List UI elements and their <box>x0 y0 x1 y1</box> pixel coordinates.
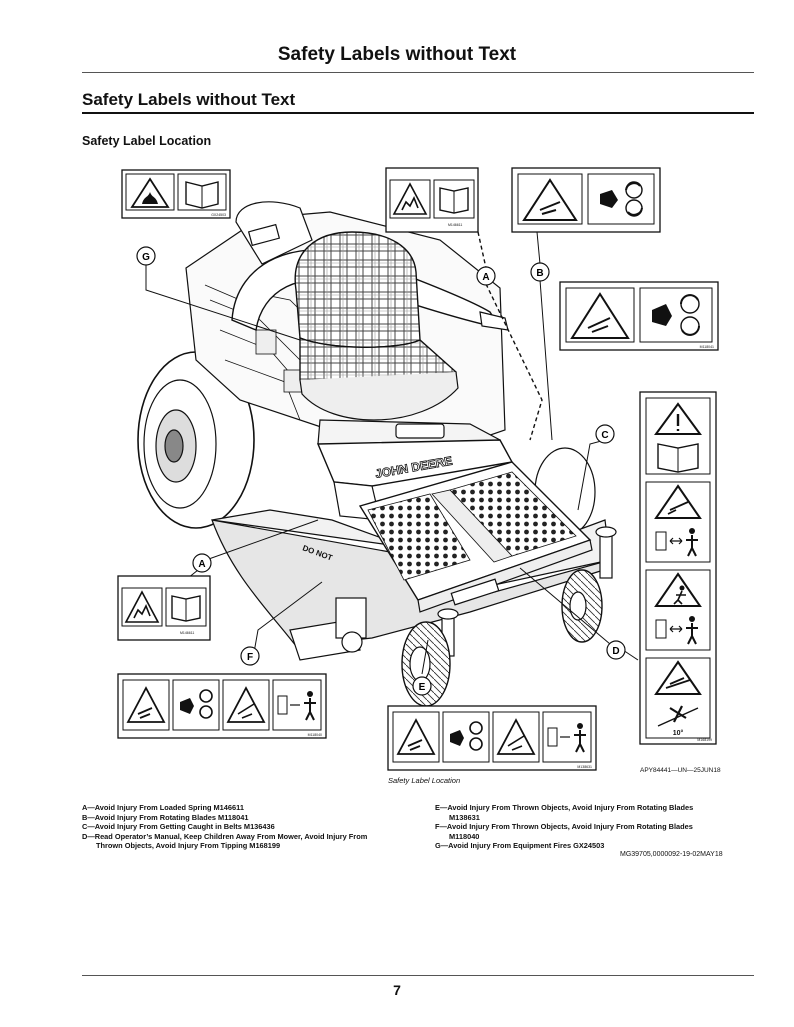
svg-text:M118040: M118040 <box>308 733 322 737</box>
thrown-object-icon <box>667 501 689 515</box>
hand-icon <box>652 304 672 326</box>
callout-c: C <box>595 424 615 444</box>
warning-triangle-icon <box>226 686 266 723</box>
thrown-object-icon <box>507 735 525 751</box>
warning-triangle-icon <box>522 178 578 221</box>
tipping-icon <box>665 677 691 689</box>
callout-a-left: A <box>192 553 212 573</box>
legend-item: M118040 <box>449 831 480 841</box>
svg-text:M168199: M168199 <box>697 738 712 742</box>
child-icon <box>679 585 685 591</box>
legend-item: A—Avoid Injury From Loaded Spring M14661… <box>82 803 244 812</box>
label-b-panel: M118041 <box>559 281 719 351</box>
legend-item: E—Avoid Injury From Thrown Objects, Avoi… <box>435 803 694 812</box>
label-e-panel: M138631 <box>387 705 597 771</box>
svg-text:M138631: M138631 <box>577 765 592 769</box>
label-f-panel: M118040 <box>117 673 327 739</box>
callout-d: D <box>606 640 626 660</box>
blade-icon <box>137 707 153 719</box>
person-icon <box>577 723 583 729</box>
hand-icon <box>450 730 464 746</box>
legend-item: B—Avoid Injury From Rotating Blades M118… <box>82 812 249 822</box>
label-a-top-panel: M146611 <box>385 167 479 233</box>
front-frame <box>316 439 514 487</box>
svg-text:C: C <box>601 430 608 441</box>
warning-triangle-icon <box>396 718 436 755</box>
legend-item: C—Avoid Injury From Getting Caught in Be… <box>82 822 275 832</box>
person-icon <box>307 691 313 697</box>
front-right-caster <box>561 526 617 643</box>
section-divider <box>82 112 754 114</box>
callout-b: B <box>530 262 550 282</box>
callout-g: G <box>136 246 156 266</box>
spring-icon <box>133 604 151 619</box>
hand-icon <box>180 698 194 714</box>
warning-triangle-icon <box>654 572 702 607</box>
document-reference: MG39705,0000092-19-02MAY18 <box>620 851 723 858</box>
svg-text:G: G <box>142 252 150 263</box>
svg-text:M146611: M146611 <box>448 223 462 227</box>
svg-text:E: E <box>419 682 426 693</box>
blade-icon <box>587 317 611 333</box>
section-title: Safety Labels without Text <box>82 90 296 109</box>
svg-text:F: F <box>247 652 253 663</box>
mower-drawing: DO NOT JOHN DEERE <box>137 201 617 707</box>
legend-right: E—Avoid Injury From Thrown Objects, Avoi… <box>435 803 693 851</box>
legend-item: D—Read Operator’s Manual, Keep Children … <box>82 831 368 841</box>
seat-back <box>294 231 421 348</box>
svg-text:B: B <box>536 268 543 279</box>
blade-icon <box>407 739 423 751</box>
hand-icon <box>600 190 618 208</box>
safety-label-location-figure: DO NOT JOHN DEERE <box>117 167 719 771</box>
figure-reference: APY84441—UN—25JUN18 <box>640 767 721 774</box>
warning-triangle-icon <box>654 484 702 519</box>
legend-item: G—Avoid Injury From Equipment Fires GX24… <box>435 841 605 851</box>
svg-text:D: D <box>612 646 619 657</box>
rear-left-tire <box>137 351 255 529</box>
svg-text:M118041: M118041 <box>700 345 714 349</box>
label-d-panel: 10° M168199 <box>639 391 717 745</box>
callouts: G A B C A F D E <box>136 246 626 696</box>
subsection-title: Safety Label Location <box>82 134 212 148</box>
svg-text:A: A <box>482 272 489 283</box>
header-divider <box>82 72 754 73</box>
slope-icon <box>657 707 699 727</box>
label-g-panel: GX24503 <box>121 169 231 219</box>
svg-text:M146611: M146611 <box>180 631 194 635</box>
figure-caption: Safety Label Location <box>388 776 461 785</box>
person-icon <box>689 528 695 534</box>
svg-text:10°: 10° <box>673 729 684 737</box>
legend-item: M138631 <box>449 812 480 822</box>
legend-item: F—Avoid Injury From Thrown Objects, Avoi… <box>435 822 693 832</box>
spring-icon <box>401 196 419 211</box>
thrown-object-icon <box>237 703 255 719</box>
warning-triangle-icon <box>654 660 702 695</box>
callout-e: E <box>412 676 432 696</box>
callout-f: F <box>240 646 260 666</box>
warning-triangle-icon <box>496 718 536 755</box>
page-number: 7 <box>393 982 401 998</box>
person-icon <box>689 616 695 622</box>
callout-a-top: A <box>476 266 496 286</box>
svg-text:A: A <box>198 559 205 570</box>
page-title: Safety Labels without Text <box>277 44 517 65</box>
label-a-left-panel: M146611 <box>117 575 211 641</box>
svg-text:GX24503: GX24503 <box>211 213 226 217</box>
legend-item: Thrown Objects, Avoid Injury From Tippin… <box>96 841 281 851</box>
warning-triangle-icon <box>126 686 166 723</box>
blade-icon <box>539 201 561 215</box>
legend-left: A—Avoid Injury From Loaded Spring M14661… <box>82 803 367 851</box>
fire-icon <box>142 192 158 204</box>
label-b-top-panel <box>511 167 661 233</box>
footer-divider <box>82 975 754 976</box>
warning-triangle-icon <box>570 292 630 339</box>
